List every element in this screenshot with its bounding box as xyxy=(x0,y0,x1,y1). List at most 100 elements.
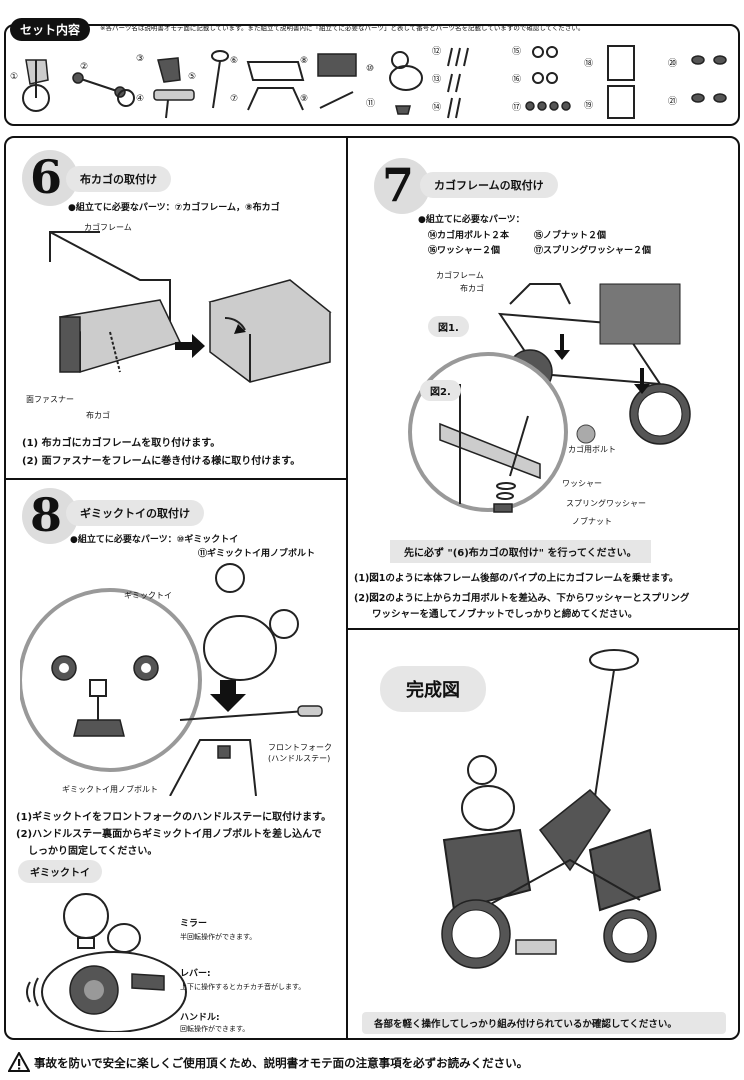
step7-label-washer: ワッシャー xyxy=(562,479,602,488)
step7-label-spring-washer: スプリングワッシャー xyxy=(566,499,646,508)
toy-lever-desc: 上下に操作するとカチカチ音がします。 xyxy=(180,983,306,991)
part-3-seat xyxy=(157,57,181,83)
step8-title: ギミックトイの取付け xyxy=(66,500,204,526)
step7-part-15: ⑮ノブナット２個 xyxy=(534,231,607,241)
step6-label-basket: 布カゴ xyxy=(86,411,110,420)
step6-label-fastener: 面ファスナー xyxy=(26,395,74,404)
part-number: ⑩ xyxy=(366,64,375,74)
part-number: ③ xyxy=(136,54,145,64)
warning-icon xyxy=(8,1052,30,1072)
step6-illustration xyxy=(49,231,332,383)
part-number: ⑬ xyxy=(432,75,442,85)
part-number: ⑤ xyxy=(188,72,197,82)
part-number: ㉑ xyxy=(668,97,678,107)
footer-warning: 事故を防いで安全に楽しくご使用頂くため、説明書オモテ面の注意事項を必ずお読みくだ… xyxy=(34,1056,529,1070)
parts-list-title: セット内容 xyxy=(10,18,91,41)
part-15-17-washers xyxy=(525,46,571,111)
toy-mirror-desc: 半回転操作ができます。 xyxy=(180,933,257,941)
parts-list-note: ※各パーツ名は説明書オモテ面に記載しています。また組立て説明書内に「組立てに必要… xyxy=(100,24,585,32)
toy-handle-desc: 回転操作ができます。 xyxy=(180,1025,250,1033)
part-12-14-bolts xyxy=(447,47,469,119)
step7-fig2-label: 図2. xyxy=(420,380,461,401)
step6-number: 6 xyxy=(30,150,63,204)
part-number: ② xyxy=(80,62,89,72)
part-9-wrench xyxy=(319,91,354,109)
step7-label-knob-nut: ノブナット xyxy=(572,517,612,526)
toy-mirror-label: ミラー xyxy=(180,919,208,929)
step7-label-frame: カゴフレーム xyxy=(436,271,484,280)
parts-list-panel xyxy=(4,24,740,126)
part-number: ⑪ xyxy=(366,99,376,109)
part-4-wheel xyxy=(117,89,135,107)
step8-instruction-1: (1)ギミックトイをフロントフォークのハンドルステーに取付けます。 xyxy=(16,812,332,823)
part-number: ⑨ xyxy=(300,94,309,104)
step8-instruction-2: (2)ハンドルステー裏面からギミックトイ用ノブボルトを差し込んで xyxy=(16,829,322,840)
part-6-footrest xyxy=(246,61,305,81)
step8-illustration xyxy=(20,563,323,796)
toy-illustration xyxy=(26,893,187,1032)
part-number: ⑮ xyxy=(512,47,522,57)
completed-check-text: 各部を軽く操作してしっかり組み付けられているか確認してください。 xyxy=(374,1019,677,1030)
completed-title: 完成図 xyxy=(380,666,486,712)
part-8-basket xyxy=(317,53,357,77)
column-divider xyxy=(346,138,348,1038)
parts-illustrations xyxy=(22,45,727,119)
step6-parts-label: ●組立てに必要なパーツ：⑦カゴフレーム，⑧布カゴ xyxy=(68,203,280,213)
part-5-handle xyxy=(153,50,229,119)
assembly-steps-panel xyxy=(4,136,740,1040)
step8-instruction-3: しっかり固定してください。 xyxy=(28,846,158,857)
part-number: ④ xyxy=(136,94,145,104)
step7-number: 7 xyxy=(382,158,415,212)
step7-illustration xyxy=(408,283,691,513)
toy-handle-label: ハンドル: xyxy=(180,1013,220,1023)
step6-instruction-1: (1) 布カゴにカゴフレームを取り付けます。 xyxy=(22,438,221,449)
part-number: ⑱ xyxy=(584,59,594,69)
part-1-frame xyxy=(22,59,50,112)
part-7-basket-frame xyxy=(247,87,304,111)
step8-parts-label: ●組立てに必要なパーツ：⑩ギミックトイ xyxy=(70,535,239,545)
step8-label-fork: フロントフォーク xyxy=(268,743,332,752)
part-number: ⑦ xyxy=(230,94,239,104)
completed-tricycle-illustration xyxy=(441,649,662,969)
step6-label-frame: カゴフレーム xyxy=(84,223,132,232)
step7-part-17: ⑰スプリングワッシャー２個 xyxy=(534,246,652,256)
step7-part-14: ⑭カゴ用ボルト２本 xyxy=(428,231,510,241)
step7-instruction-2: (2)図2のように上からカゴ用ボルトを差込み、下からワッシャーとスプリング xyxy=(354,593,690,604)
step8-number: 8 xyxy=(30,488,63,542)
part-19-sheet xyxy=(607,85,635,119)
step7-parts-label: ●組立てに必要なパーツ： xyxy=(418,215,525,225)
part-2-axle xyxy=(72,72,126,98)
part-number: ⑧ xyxy=(300,56,309,66)
part-10-toy xyxy=(389,51,423,91)
part-number: ⑭ xyxy=(432,103,442,113)
step7-title: カゴフレームの取付け xyxy=(420,172,558,198)
part-number: ⑲ xyxy=(584,101,594,111)
part-11-knob-bolt xyxy=(395,105,411,115)
step8-label-bolt: ギミックトイ用ノブボルト xyxy=(62,785,158,794)
part-number: ① xyxy=(10,72,19,82)
step7-notice: 先に必ず "(6)布カゴの取付け" を行ってください。 xyxy=(390,540,651,563)
step8-label-fork-sub: (ハンドルステー) xyxy=(268,754,331,763)
row-divider-left xyxy=(6,478,346,480)
part-18-sheet xyxy=(607,45,635,81)
step7-instruction-1: (1)図1のように本体フレーム後部のパイプの上にカゴフレームを乗せます。 xyxy=(354,573,679,584)
step7-part-16: ⑯ワッシャー２個 xyxy=(428,246,501,256)
part-number: ⑥ xyxy=(230,56,239,66)
toy-section-title: ギミックトイ xyxy=(18,860,102,883)
part-20-21-caps xyxy=(691,55,727,103)
step7-label-bolt: カゴ用ボルト xyxy=(568,445,616,454)
part-number: ⑰ xyxy=(512,103,522,113)
step7-instruction-3: ワッシャーを通してノブナットでしっかりと締めてください。 xyxy=(372,609,638,620)
row-divider-right xyxy=(346,628,738,630)
step6-title: 布カゴの取付け xyxy=(66,166,171,192)
step6-instruction-2: (2) 面ファスナーをフレームに巻き付ける様に取り付けます。 xyxy=(22,456,301,467)
part-number: ⑯ xyxy=(512,75,522,85)
step8-label-toy: ギミックトイ xyxy=(124,591,172,600)
step8-parts-label-2: ⑪ギミックトイ用ノブボルト xyxy=(198,549,316,559)
step7-label-basket: 布カゴ xyxy=(460,284,484,293)
step7-fig1-label: 図1. xyxy=(428,316,469,337)
part-number: ⑫ xyxy=(432,47,442,57)
completed-check-box xyxy=(362,1012,726,1034)
toy-lever-label: レバー: xyxy=(180,969,211,979)
part-number: ⑳ xyxy=(668,59,678,69)
